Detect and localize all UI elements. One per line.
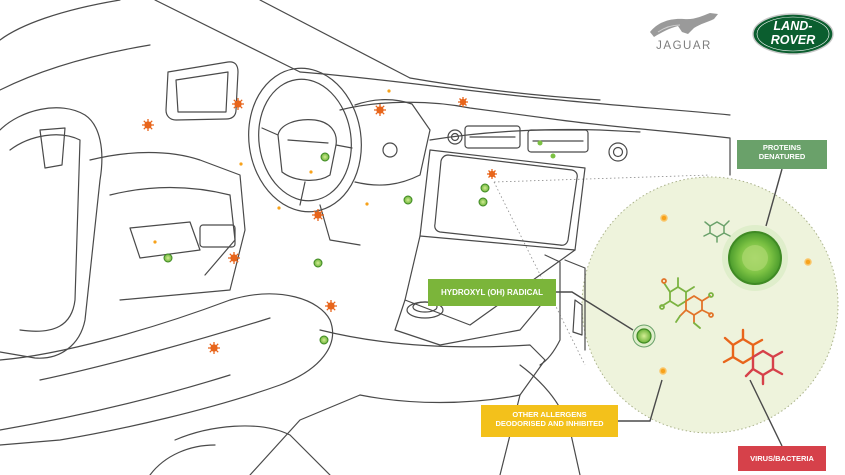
land-rover-wordmark-line1: LAND- (773, 19, 813, 33)
jaguar-leaper-icon (650, 13, 718, 37)
zoom-protein-molecule (659, 277, 714, 329)
zoom-small-molecule (703, 220, 731, 243)
label-proteins-line2: DENATURED (758, 151, 806, 161)
leader-lines (556, 168, 783, 447)
jaguar-wordmark: JAGUAR (656, 40, 712, 52)
zoom-circle (581, 176, 839, 434)
label-proteins-line1: PROTEINS (762, 143, 802, 152)
virus-stars (142, 97, 497, 354)
zoom-allergens (659, 214, 812, 375)
zoom-cone (493, 174, 711, 366)
label-virus-bacteria: VIRUS/BACTERIA (738, 446, 826, 471)
label-other-allergens: OTHER ALLERGENS DEODORISED AND INHIBITED (481, 405, 618, 437)
label-allergens-line1: OTHER ALLERGENS (512, 410, 587, 419)
land-rover-badge (752, 13, 834, 55)
radical-dots (163, 140, 556, 345)
zoom-oh-radical (632, 324, 656, 348)
label-hydroxyl-radical: HYDROXYL (OH) RADICAL (428, 279, 556, 306)
zoom-protein-radical (722, 225, 788, 291)
allergen-dots (153, 89, 391, 244)
label-proteins-denatured: PROTEINS DENATURED (737, 140, 827, 169)
land-rover-wordmark-line2: ROVER (770, 33, 816, 47)
zoom-virus-molecule (722, 328, 784, 386)
label-allergens-line2: DEODORISED AND INHIBITED (495, 418, 604, 428)
